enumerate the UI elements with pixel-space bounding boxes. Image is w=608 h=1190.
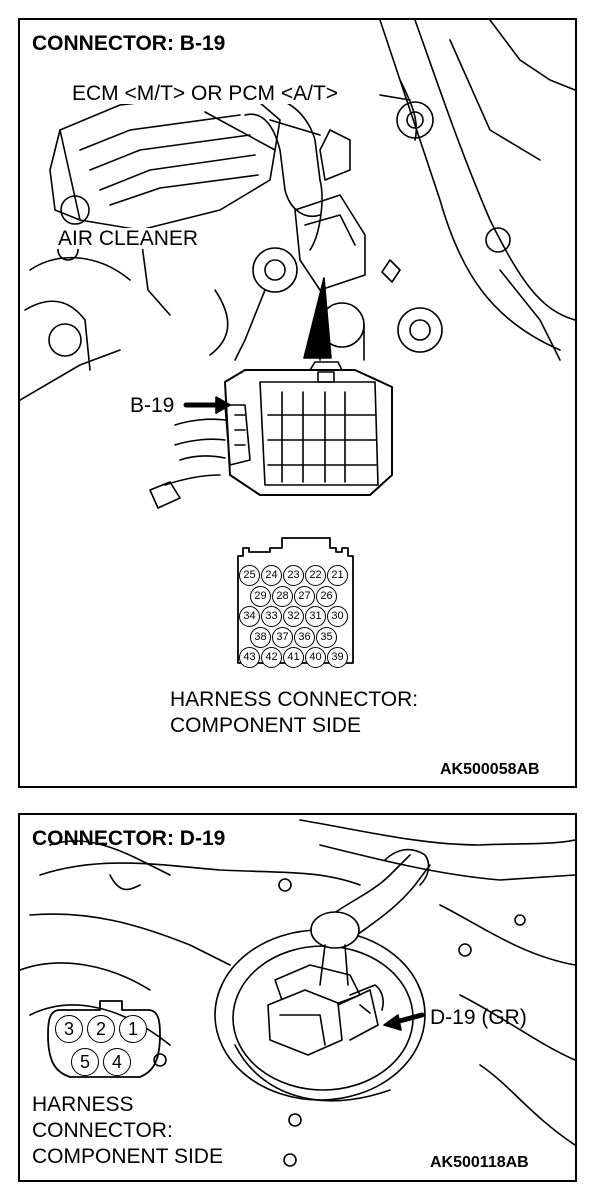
fuel-tank-area-illustration <box>20 819 575 1167</box>
b19-pin: 43 <box>239 647 260 668</box>
b19-pin: 25 <box>239 565 260 586</box>
b19-pin: 26 <box>316 585 337 607</box>
b19-pin: 29 <box>250 585 271 607</box>
b19-pin: 42 <box>261 647 282 668</box>
d19-connector-callout: D-19 (GR) <box>430 1006 527 1029</box>
b19-connector-enlarged <box>149 361 393 509</box>
b19-pin: 32 <box>283 606 304 627</box>
engine-bay-illustration <box>20 20 575 664</box>
b19-pin: 34 <box>239 606 260 627</box>
b19-pin: 22 <box>305 565 326 586</box>
b19-harness-connector-face <box>237 537 354 664</box>
air-cleaner-label: AIR CLEANER <box>56 227 201 250</box>
d19-caption-line3: COMPONENT SIDE <box>32 1145 223 1168</box>
d19-figure-code: AK500118AB <box>430 1154 529 1171</box>
b19-harness-caption: HARNESS CONNECTOR: COMPONENT SIDE <box>170 687 418 739</box>
d19-pin: 5 <box>71 1048 99 1076</box>
b19-pin: 35 <box>316 626 337 648</box>
d19-caption-line1: HARNESS <box>32 1093 134 1116</box>
d19-pin: 2 <box>87 1015 115 1043</box>
b19-pin: 24 <box>261 565 282 586</box>
d19-pin: 1 <box>119 1015 147 1043</box>
b19-pin: 30 <box>327 606 348 627</box>
b19-pin: 37 <box>272 626 293 648</box>
b19-caption-line2: COMPONENT SIDE <box>170 714 361 737</box>
b19-pin: 39 <box>327 647 348 668</box>
d19-pin: 3 <box>55 1015 83 1043</box>
b19-pin: 38 <box>250 626 271 648</box>
d19-caption-line2: CONNECTOR: <box>32 1119 173 1142</box>
b19-pin: 31 <box>305 606 326 627</box>
b19-panel-title: CONNECTOR: B-19 <box>32 32 226 55</box>
connector-b19-panel: CONNECTOR: B-19 ECM <M/T> OR PCM <A/T> A… <box>18 18 577 788</box>
b19-pin: 23 <box>283 565 304 586</box>
b19-connector-callout: B-19 <box>130 394 175 417</box>
b19-figure-code: AK500058AB <box>440 761 540 778</box>
ecm-pcm-label: ECM <M/T> OR PCM <A/T> <box>70 82 341 105</box>
d19-panel-title: CONNECTOR: D-19 <box>32 827 226 850</box>
d19-harness-connector-face <box>47 1000 161 1078</box>
b19-caption-line1: HARNESS CONNECTOR: <box>170 688 419 711</box>
d19-harness-caption: HARNESS CONNECTOR: COMPONENT SIDE <box>32 1092 223 1170</box>
b19-pin: 41 <box>283 647 304 668</box>
b19-pin: 28 <box>272 585 293 607</box>
d19-pin: 4 <box>103 1048 131 1076</box>
b19-pin: 33 <box>261 606 282 627</box>
b19-pin: 40 <box>305 647 326 668</box>
b19-pin: 21 <box>327 565 348 586</box>
b19-pin: 27 <box>294 585 315 607</box>
b19-pin: 36 <box>294 626 315 648</box>
